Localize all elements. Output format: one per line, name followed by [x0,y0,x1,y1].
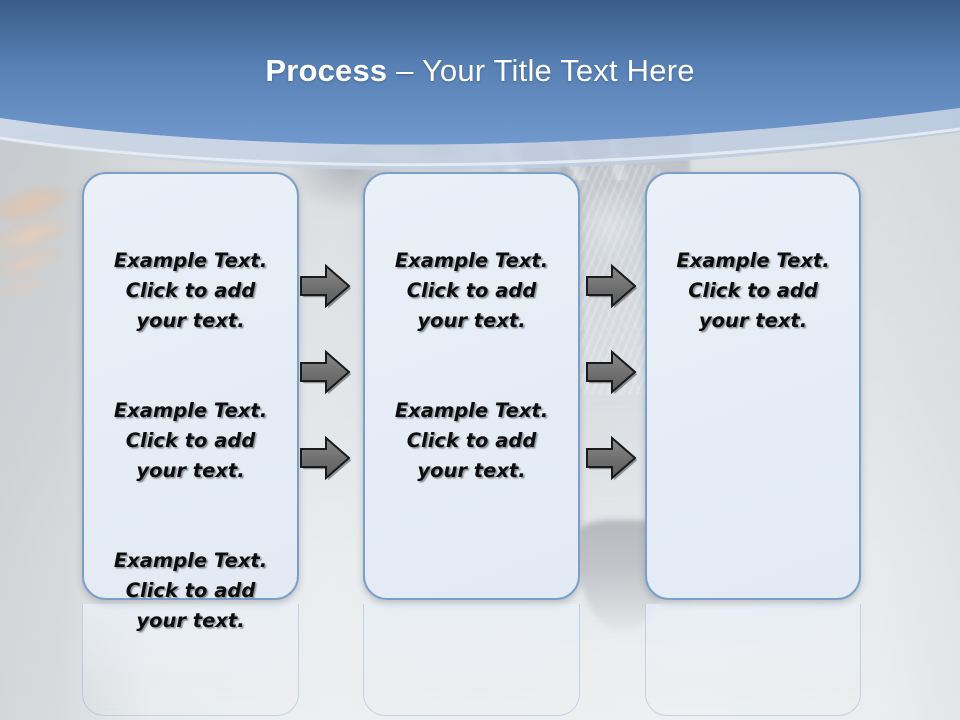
arrow-right-icon-4[interactable] [585,263,638,309]
process-box-2-paragraph-2: Example Text. Click to add your text. [394,399,549,482]
arrow-right-icon-1[interactable] [299,263,352,309]
title-banner [0,0,960,200]
process-box-2-text[interactable]: Example Text. Click to add your text. Ex… [375,216,568,516]
process-box-1-paragraph-2: Example Text. Click to add your text. [113,399,268,482]
box-reflection-2 [363,604,580,716]
process-box-2[interactable]: Example Text. Click to add your text. Ex… [363,172,580,600]
process-box-3-paragraph-1: Example Text. Click to add your text. [676,249,830,332]
process-box-1-paragraph-1: Example Text. Click to add your text. [113,249,268,332]
box-reflection-3 [645,604,861,716]
process-box-1-text[interactable]: Example Text. Click to add your text. Ex… [94,216,287,666]
process-box-3[interactable]: Example Text. Click to add your text. [645,172,861,600]
arrow-right-icon-3[interactable] [299,435,352,481]
page-title-bold: Process [265,53,388,88]
process-box-1[interactable]: Example Text. Click to add your text. Ex… [82,172,299,632]
page-title-rest: – Your Title Text Here [387,53,695,88]
process-box-3-text[interactable]: Example Text. Click to add your text. [657,216,849,366]
arrow-right-icon-6[interactable] [585,435,638,481]
box-reflection-1 [82,604,299,716]
arrow-right-icon-5[interactable] [585,349,638,395]
page-title: Process – Your Title Text Here [0,53,960,89]
arrow-right-icon-2[interactable] [299,349,352,395]
process-box-2-paragraph-1: Example Text. Click to add your text. [394,249,549,332]
process-box-1-paragraph-3: Example Text. Click to add your text. [113,549,268,632]
